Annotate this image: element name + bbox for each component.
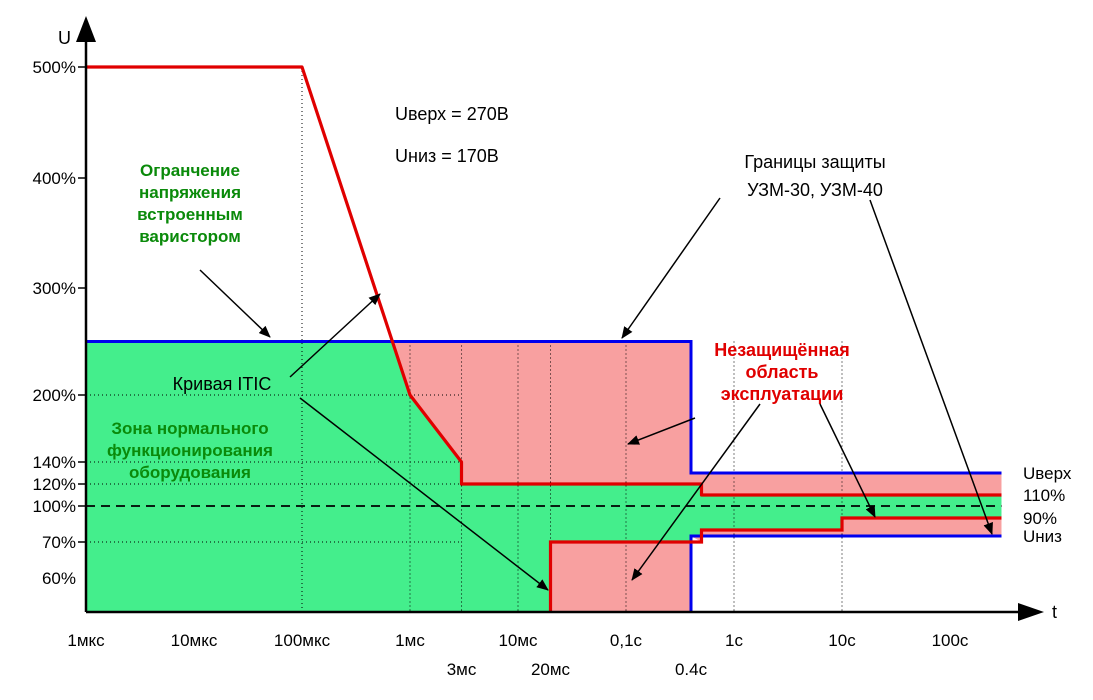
x-tick-label: 1мс bbox=[395, 631, 425, 650]
annotation-arrows bbox=[199, 197, 993, 591]
x-tick-label: 1с bbox=[725, 631, 743, 650]
varistor-label: варистором bbox=[139, 227, 241, 246]
green-zone-label: функционирования bbox=[107, 441, 273, 460]
varistor-label: Огранчение bbox=[140, 161, 240, 180]
right-series-label: Uверх bbox=[1023, 464, 1072, 483]
u-upper-value: Uверх = 270В bbox=[395, 104, 509, 124]
protection-title: Границы защиты bbox=[744, 152, 885, 172]
y-tick-label: 300% bbox=[33, 279, 76, 298]
varistor-label: напряжения bbox=[139, 183, 241, 202]
x-tick-label: 0.4с bbox=[675, 660, 708, 679]
x-tick-label: 10мс bbox=[498, 631, 538, 650]
u-lower-value: Uниз = 170В bbox=[395, 146, 499, 166]
x-tick-label: 0,1с bbox=[610, 631, 643, 650]
red-zone-label: область bbox=[745, 362, 818, 382]
right-series-label: 90% bbox=[1023, 509, 1057, 528]
y-tick-label: 60% bbox=[42, 569, 76, 588]
y-tick-label: 200% bbox=[33, 386, 76, 405]
y-tick-label: 70% bbox=[42, 533, 76, 552]
x-tick-label: 10мкс bbox=[171, 631, 218, 650]
right-series-label: 110% bbox=[1023, 486, 1065, 505]
annotation-arrow bbox=[621, 197, 721, 339]
red-zone-lower-left bbox=[550, 542, 691, 612]
annotation-arrow bbox=[627, 417, 696, 445]
x-tick-label: 100с bbox=[932, 631, 969, 650]
protection-title: УЗМ-30, УЗМ-40 bbox=[747, 180, 883, 200]
x-axis-label: t bbox=[1052, 602, 1057, 622]
red-zone-upper bbox=[392, 341, 1002, 495]
x-tick-label: 10с bbox=[828, 631, 856, 650]
varistor-label: встроенным bbox=[137, 205, 243, 224]
annotations: Uверх 110% 90%Uниз Uверх = 270В Uниз = 170В Г… bbox=[107, 104, 1072, 546]
annotation-arrow bbox=[631, 403, 761, 581]
red-zone-label: Незащищённая bbox=[714, 340, 849, 360]
annotation-arrow bbox=[289, 293, 381, 378]
itic-curve-label: Кривая ITIC bbox=[173, 374, 272, 394]
y-tick-label: 140% bbox=[33, 453, 76, 472]
y-tick-label: 120% bbox=[33, 475, 76, 494]
itic-upper-line bbox=[86, 65, 1002, 497]
itic-lower-line bbox=[548, 516, 1002, 612]
protection-upper-line bbox=[86, 340, 1002, 475]
annotation-arrow bbox=[869, 199, 993, 535]
y-tick-label: 100% bbox=[33, 497, 76, 516]
grid-lines bbox=[86, 67, 843, 612]
tick-labels: 500% 400% 300% 200% 140% 120% 100% 70% 60% 1мкс 10… bbox=[33, 58, 969, 679]
right-series-label: Uниз bbox=[1023, 527, 1062, 546]
protection-lower-line bbox=[689, 534, 1002, 612]
y-tick-label: 500% bbox=[33, 58, 76, 77]
x-tick-label: 3мс bbox=[447, 660, 477, 679]
x-axis-arrow bbox=[1018, 603, 1044, 621]
annotation-arrow bbox=[819, 403, 876, 518]
red-zone-label: эксплуатации bbox=[721, 384, 844, 404]
green-zone-label: Зона нормального bbox=[111, 419, 268, 438]
x-tick-label: 20мс bbox=[531, 660, 571, 679]
y-axis-label: U bbox=[58, 28, 71, 48]
series-lines bbox=[86, 65, 1002, 612]
annotation-arrow bbox=[299, 397, 549, 591]
x-tick-label: 1мкс bbox=[67, 631, 105, 650]
annotation-arrow bbox=[199, 269, 271, 338]
x-tick-label: 100мкс bbox=[274, 631, 331, 650]
axes: Ut bbox=[58, 16, 1057, 622]
y-tick-label: 400% bbox=[33, 169, 76, 188]
green-zone-label: оборудования bbox=[129, 463, 251, 482]
y-axis-arrow bbox=[76, 16, 96, 42]
